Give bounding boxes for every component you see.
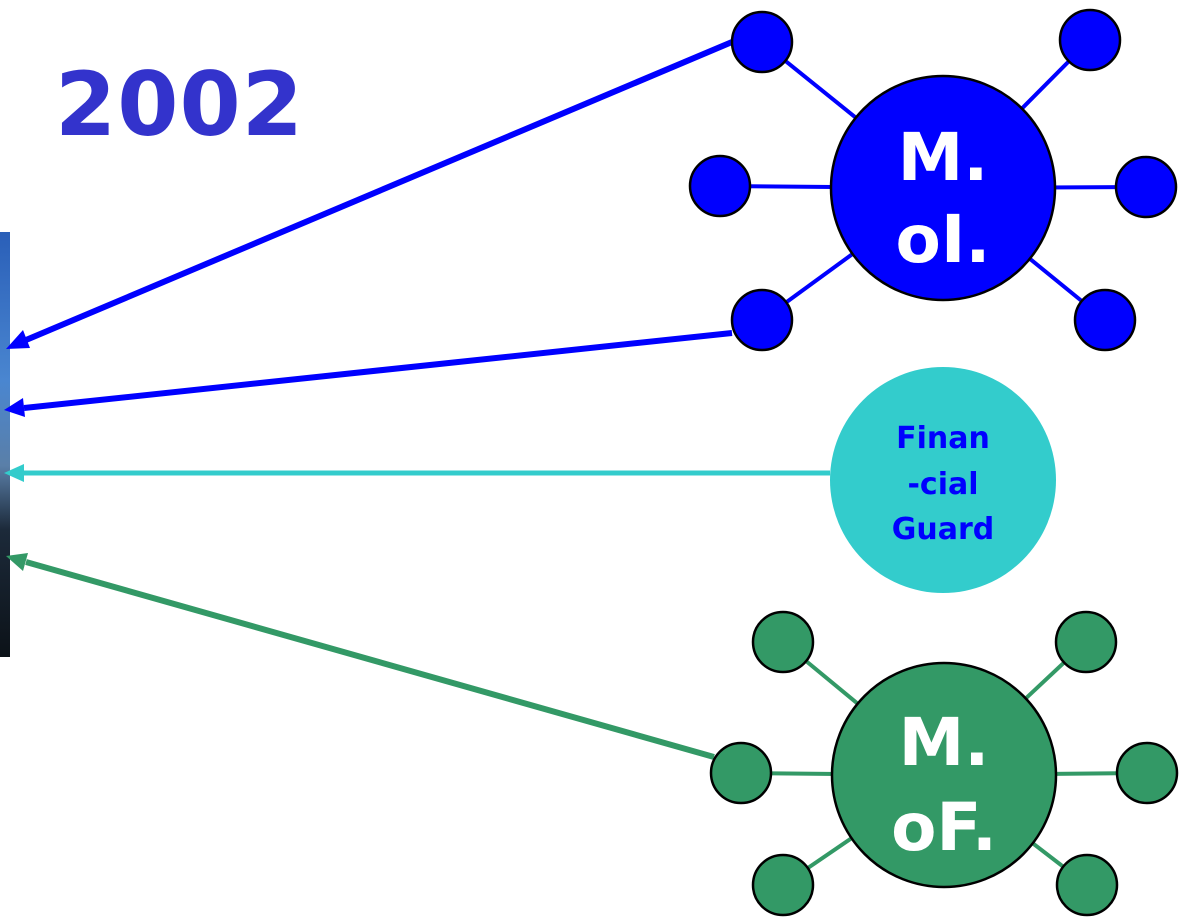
moi-hub-label-line1: M.: [898, 119, 989, 196]
mof-satellite-node: [751, 610, 815, 674]
moi-satellite-node: [688, 154, 752, 218]
arrow-mof: [6, 553, 715, 760]
moi-satellite-node: [1114, 155, 1178, 219]
photo-strip: [0, 232, 10, 657]
mof-hub-circle: [830, 661, 1058, 889]
mof-satellite-node: [1115, 741, 1179, 805]
arrow-guard: [4, 464, 830, 482]
mof-satellite-node: [751, 853, 815, 917]
mof-satellite-node: [1055, 853, 1119, 917]
moi-hub-circle: [829, 74, 1057, 302]
moi-hub-network: M. oI.: [688, 8, 1178, 352]
moi-satellite-node: [730, 288, 794, 352]
mof-hub-label-line1: M.: [899, 704, 990, 781]
financial-guard-circle: [830, 367, 1056, 593]
financial-guard-label-line3: Guard: [892, 512, 995, 547]
moi-hub-label-line2: oI.: [896, 201, 991, 278]
financial-guard-label-line1: Finan: [896, 421, 990, 456]
financial-guard-label-line2: -cial: [907, 467, 978, 502]
arrow-moi-bottom: [4, 330, 733, 417]
moi-satellite-node: [1058, 8, 1122, 72]
financial-guard-node: Finan -cial Guard: [830, 367, 1056, 593]
mof-hub-network: M. oF.: [709, 610, 1179, 917]
mof-satellite-node: [1054, 610, 1118, 674]
mof-hub-label-line2: oF.: [891, 789, 997, 866]
moi-satellite-node: [1073, 288, 1137, 352]
mof-satellite-node: [709, 741, 773, 805]
year-title: 2002: [55, 53, 304, 156]
moi-satellite-node: [730, 10, 794, 74]
arrow-moi-top: [6, 39, 734, 349]
